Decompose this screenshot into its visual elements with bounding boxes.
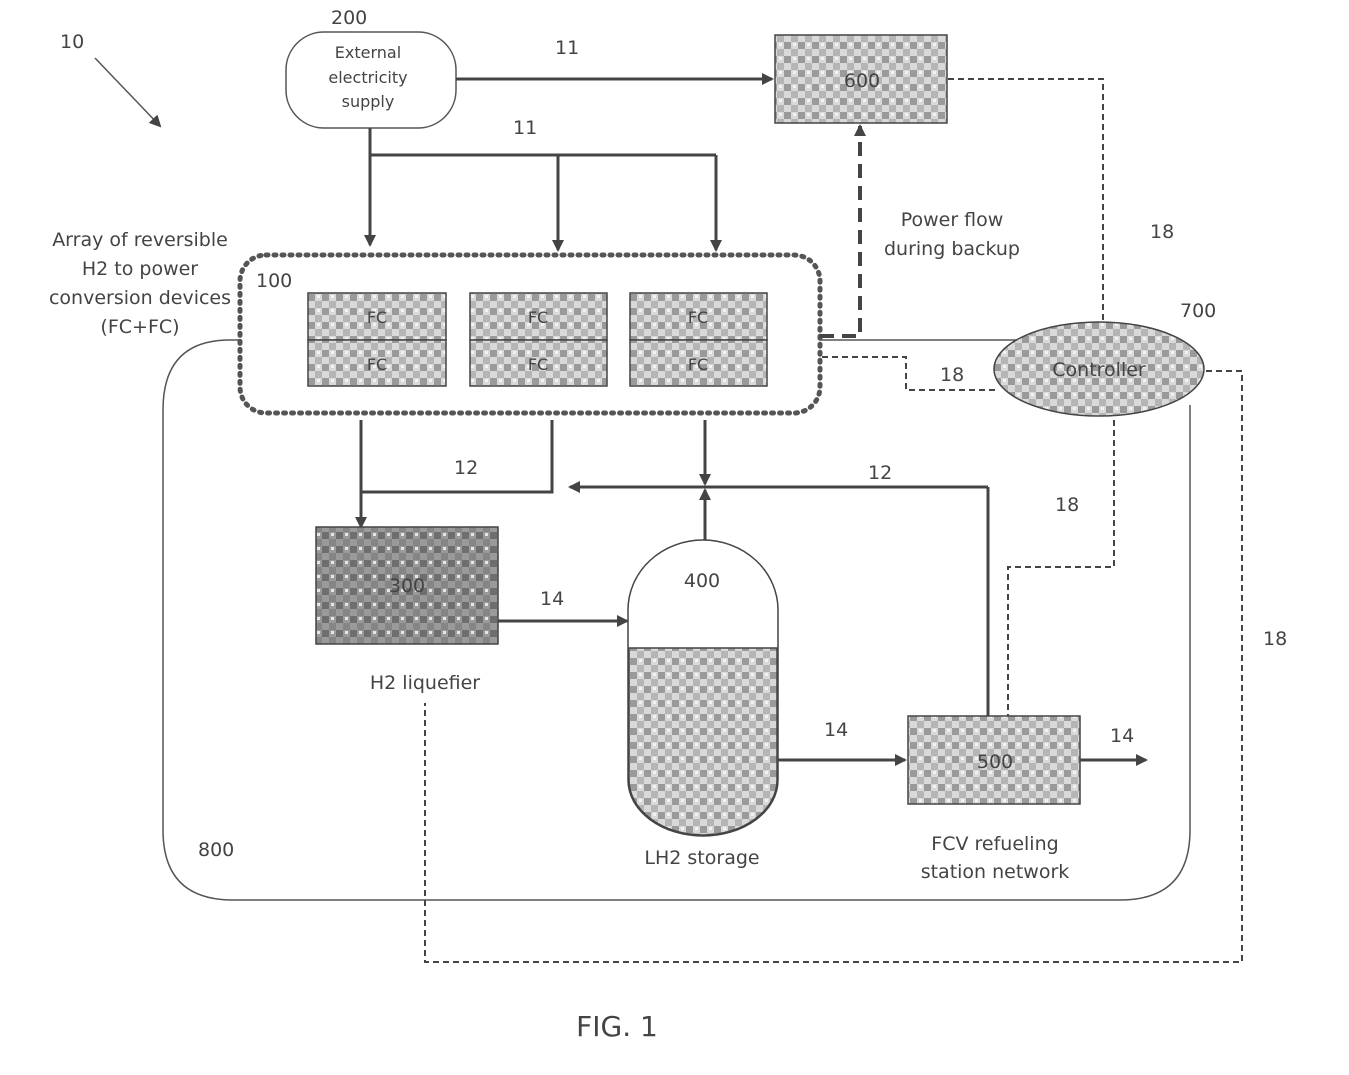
fc-cell-1-label: FC [367,308,387,327]
array-caption-line-2: H2 to power [82,258,198,280]
liquefier-label: H2 liquefier [370,672,480,694]
signal-label-liquefier: 18 [1263,628,1287,650]
flow-label-liquefier-to-storage: 14 [540,588,564,610]
flow-label-supply-to-backup: 11 [555,37,579,59]
power-flow-line-2: during backup [884,238,1020,260]
liquefier-ref: 300 [389,575,425,597]
flow-power-backup [820,126,860,336]
external-supply-ref: 200 [331,7,367,29]
system-ref: 10 [60,31,84,53]
storage-ref: 400 [684,570,720,592]
external-supply-line-3: supply [342,92,395,111]
figure-caption: FIG. 1 [576,1010,658,1043]
refueling-line-2: station network [921,861,1070,883]
storage-liquid [629,648,777,835]
fc-cell-group: FC FC FC FC FC FC [308,293,767,386]
fc-cell-6-label: FC [688,355,708,374]
flow-label-supply-to-array: 11 [513,117,537,139]
signal-label-array: 18 [940,364,964,386]
system-ref-arrow [95,58,160,126]
signal-liquefier [425,371,1242,962]
flow-array-branch [361,420,552,492]
refueling-line-1: FCV refueling [931,833,1058,855]
external-supply-line-1: External [335,43,401,62]
array-caption-line-4: (FC+FC) [100,316,179,338]
signal-array [822,357,995,390]
fc-cell-3-label: FC [688,308,708,327]
fc-cell-5-label: FC [528,355,548,374]
signal-label-backup: 18 [1150,221,1174,243]
signal-label-refueling: 18 [1055,494,1079,516]
storage-label: LH2 storage [644,847,759,869]
enclosure-ref: 800 [198,839,234,861]
signal-refueling [1008,420,1114,716]
flow-label-storage-to-refueling: 14 [824,719,848,741]
backup-unit-ref: 600 [844,70,880,92]
flow-label-refueling-out: 14 [1110,725,1134,747]
array-caption-line-3: conversion devices [49,287,231,309]
power-flow-line-1: Power flow [901,209,1004,231]
flow-label-return-to-storage: 12 [868,462,892,484]
array-caption-line-1: Array of reversible [52,229,228,251]
external-supply-line-2: electricity [328,68,407,87]
fc-cell-2-label: FC [528,308,548,327]
flow-label-array-to-liquefier: 12 [454,457,478,479]
refueling-ref: 500 [977,751,1013,773]
controller-label: Controller [1052,359,1146,381]
controller-ref: 700 [1180,300,1216,322]
fc-cell-4-label: FC [367,355,387,374]
signal-backup [948,79,1103,322]
array-ref: 100 [256,270,292,292]
